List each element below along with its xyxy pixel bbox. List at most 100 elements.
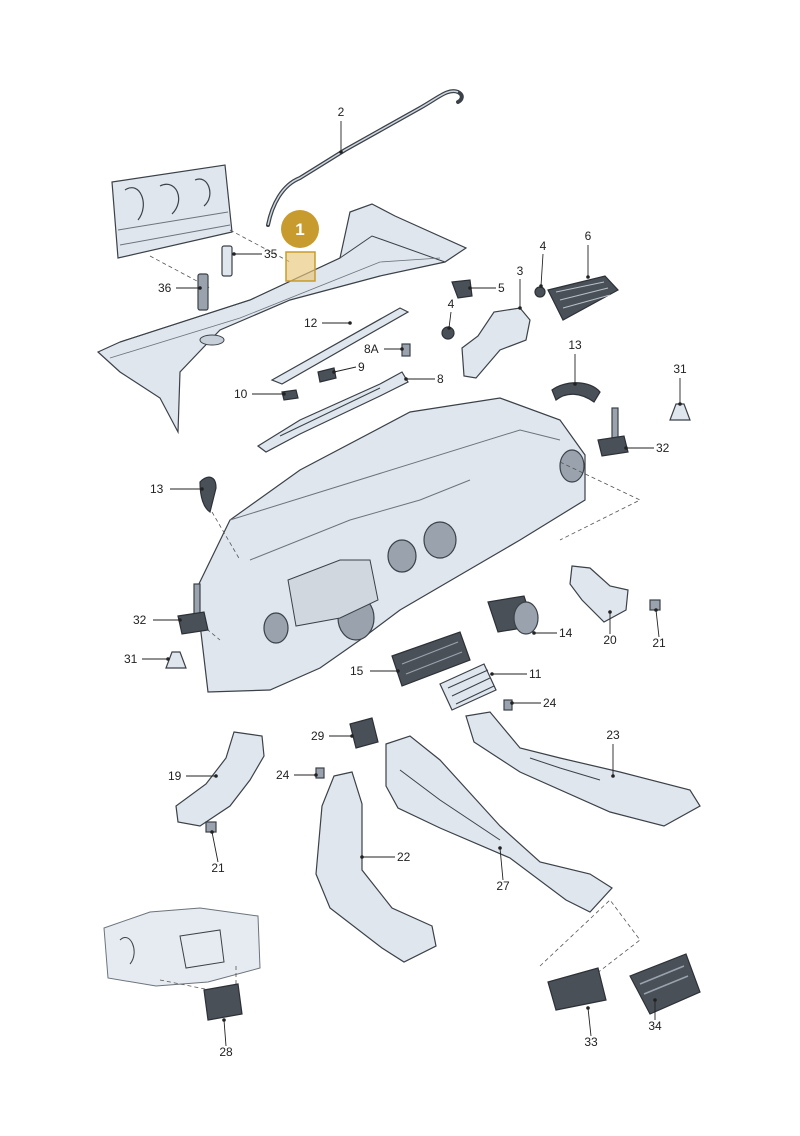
callout-leader-28 — [223, 1019, 227, 1047]
callout-dot-5 — [468, 286, 472, 290]
callout-label-6: 6 — [585, 229, 592, 243]
bracket-part-20 — [569, 565, 629, 623]
bracket-part-3 — [461, 307, 531, 379]
callout-label-28: 28 — [219, 1045, 233, 1059]
bolt-part-36 — [197, 273, 209, 311]
callout-dot-19 — [214, 774, 218, 778]
callout-leader-21a — [655, 609, 660, 638]
vent-part-13-left — [199, 476, 217, 513]
callout-dot-11 — [490, 672, 494, 676]
trim-panel-part-8 — [256, 371, 409, 453]
callout-label-32b: 32 — [133, 613, 147, 627]
callout-dot-13a — [573, 382, 577, 386]
callout-label-12: 12 — [304, 316, 318, 330]
callout-dot-28 — [222, 1018, 226, 1022]
callout-leader-33 — [587, 1007, 592, 1037]
callout-dot-34 — [653, 998, 657, 1002]
callout-label-27: 27 — [496, 879, 510, 893]
clip-part-9 — [317, 367, 337, 383]
callout-dot-36 — [198, 286, 202, 290]
grille-part-11 — [439, 663, 497, 711]
callout-dot-15 — [396, 669, 400, 673]
callout-dot-32a — [624, 446, 628, 450]
callout-dot-4b — [447, 326, 451, 330]
air-duct-part-27 — [385, 735, 613, 913]
callout-dot-31b — [166, 657, 170, 661]
callout-dot-23 — [611, 774, 615, 778]
seal-strip-part-2 — [266, 89, 464, 227]
footwell-inset — [103, 907, 261, 991]
callout-label-11: 11 — [529, 667, 542, 681]
callout-label-13b: 13 — [150, 482, 164, 496]
air-duct-part-22 — [315, 771, 437, 963]
callout-dot-9 — [332, 370, 336, 374]
callout-dot-24a — [510, 701, 514, 705]
vent-part-6 — [547, 275, 619, 321]
clip-part-5 — [451, 279, 473, 299]
callout-label-32a: 32 — [656, 441, 670, 455]
callout-dot-14 — [532, 631, 536, 635]
callout-leader-4b — [448, 311, 452, 329]
screw-part-21-right — [649, 599, 661, 611]
callout-label-8A: 8A — [364, 342, 379, 356]
callout-label-21a: 21 — [652, 636, 666, 650]
callout-label-8: 8 — [437, 372, 444, 386]
clip-part-10 — [281, 389, 299, 401]
highlight-badge: 1 — [281, 210, 319, 248]
callout-label-10: 10 — [234, 387, 248, 401]
callout-label-4a: 4 — [540, 239, 547, 253]
callout-label-20: 20 — [603, 633, 617, 647]
clip-part-24-left — [315, 767, 325, 779]
cap-part-31-lower — [165, 651, 187, 669]
dashboard-assembly — [195, 397, 586, 693]
vent-part-33 — [547, 967, 607, 1011]
clip-part-24-right — [503, 699, 513, 711]
bracket-part-32-upper — [597, 407, 629, 457]
callout-label-34: 34 — [648, 1019, 662, 1033]
callout-dot-35 — [232, 252, 236, 256]
callout-label-3: 3 — [517, 264, 524, 278]
callout-label-33: 33 — [584, 1035, 598, 1049]
callout-leader-21b — [211, 831, 219, 863]
highlight-box — [285, 251, 316, 282]
cap-part-31-upper — [669, 403, 691, 421]
callout-dot-3 — [518, 306, 522, 310]
callout-label-31b: 31 — [124, 652, 138, 666]
callout-label-31a: 31 — [673, 362, 687, 376]
callout-label-15: 15 — [350, 664, 364, 678]
callout-leader-27 — [499, 847, 504, 881]
callout-label-21b: 21 — [211, 861, 225, 875]
callout-dot-2 — [339, 150, 343, 154]
bolt-part-35 — [221, 245, 233, 277]
callout-dot-33 — [586, 1006, 590, 1010]
callout-label-24b: 24 — [276, 768, 290, 782]
grille-part-34 — [629, 953, 701, 1015]
air-duct-part-23 — [465, 711, 701, 827]
callout-label-19: 19 — [168, 769, 182, 783]
callout-label-24a: 24 — [543, 696, 557, 710]
callout-dot-8A — [400, 347, 404, 351]
callout-label-23: 23 — [606, 728, 620, 742]
callout-label-36: 36 — [158, 281, 172, 295]
callout-dot-31a — [678, 402, 682, 406]
callout-label-13a: 13 — [568, 338, 582, 352]
trim-strip-part-12 — [270, 307, 410, 385]
callout-leader-4a — [540, 253, 544, 287]
vent-part-14 — [487, 595, 539, 635]
callout-dot-13b — [200, 487, 204, 491]
callout-label-5: 5 — [498, 281, 505, 295]
cap-part-28 — [203, 983, 243, 1021]
bracket-part-32-lower — [177, 583, 209, 635]
callout-label-9: 9 — [358, 360, 365, 374]
screw-part-21-left — [205, 821, 217, 833]
callout-dot-20 — [608, 610, 612, 614]
callout-dot-27 — [498, 846, 502, 850]
callout-dot-21b — [210, 830, 214, 834]
callout-dot-32b — [178, 618, 182, 622]
callout-label-29: 29 — [311, 729, 325, 743]
callout-dot-21a — [654, 608, 658, 612]
callout-dot-12 — [348, 321, 352, 325]
